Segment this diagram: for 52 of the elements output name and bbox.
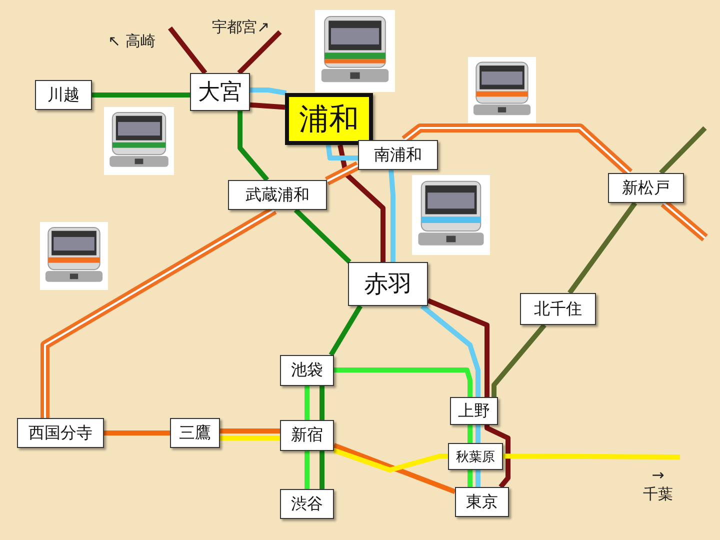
station-name: 新宿 [280, 420, 334, 451]
station-name: 秋葉原 [448, 443, 503, 470]
rail-line [484, 425, 510, 489]
rail-line [334, 368, 472, 397]
rail-line [238, 111, 270, 182]
rail-line [304, 386, 310, 420]
rail-line [502, 454, 680, 460]
station-name: 池袋 [280, 355, 334, 386]
rail-line [328, 304, 363, 356]
rail-line [326, 144, 358, 160]
direction-label: ↖ 高崎 [108, 32, 156, 51]
rail-line [468, 470, 472, 487]
station-name: 大宮 [190, 73, 250, 111]
rail-line [250, 102, 286, 110]
direction-label: 宇都宮↗ [212, 18, 270, 37]
rail-line [320, 451, 324, 489]
rail-line [568, 202, 638, 294]
rail-line [338, 144, 386, 262]
rail-line [304, 451, 310, 489]
rail-line [237, 30, 282, 75]
double-rail-line [324, 161, 360, 186]
rail-line [320, 386, 324, 420]
station-name: 三鷹 [170, 418, 220, 448]
rail-line [388, 170, 396, 262]
station-name: 新松戸 [608, 173, 684, 203]
station-name: 渋谷 [280, 489, 334, 519]
rail-line [220, 436, 280, 440]
rail-line [492, 323, 546, 397]
rail-line [468, 425, 472, 443]
rail-line [333, 448, 448, 472]
rail-line [104, 430, 170, 436]
rail-line [333, 442, 456, 494]
rail-line [659, 126, 707, 175]
rail-line [168, 26, 208, 75]
station-name: 武蔵浦和 [228, 180, 327, 210]
station-name: 東京 [455, 487, 509, 517]
rail-line [294, 208, 352, 264]
rail-line [220, 428, 280, 434]
station-name: 西国分寺 [17, 418, 104, 448]
rail-line [92, 92, 190, 98]
station-name: 北千住 [520, 293, 596, 325]
station-name: 浦和 [285, 93, 373, 145]
rail-line [420, 304, 480, 397]
station-name: 上野 [450, 397, 498, 425]
rail-line [476, 470, 480, 487]
rail-line [427, 298, 490, 397]
direction-label: → 千葉 [642, 466, 674, 504]
rail-line [250, 88, 287, 96]
station-name: 赤羽 [348, 262, 428, 306]
station-name: 南浦和 [358, 140, 438, 170]
rail-line [476, 425, 480, 443]
station-name: 川越 [35, 80, 92, 110]
